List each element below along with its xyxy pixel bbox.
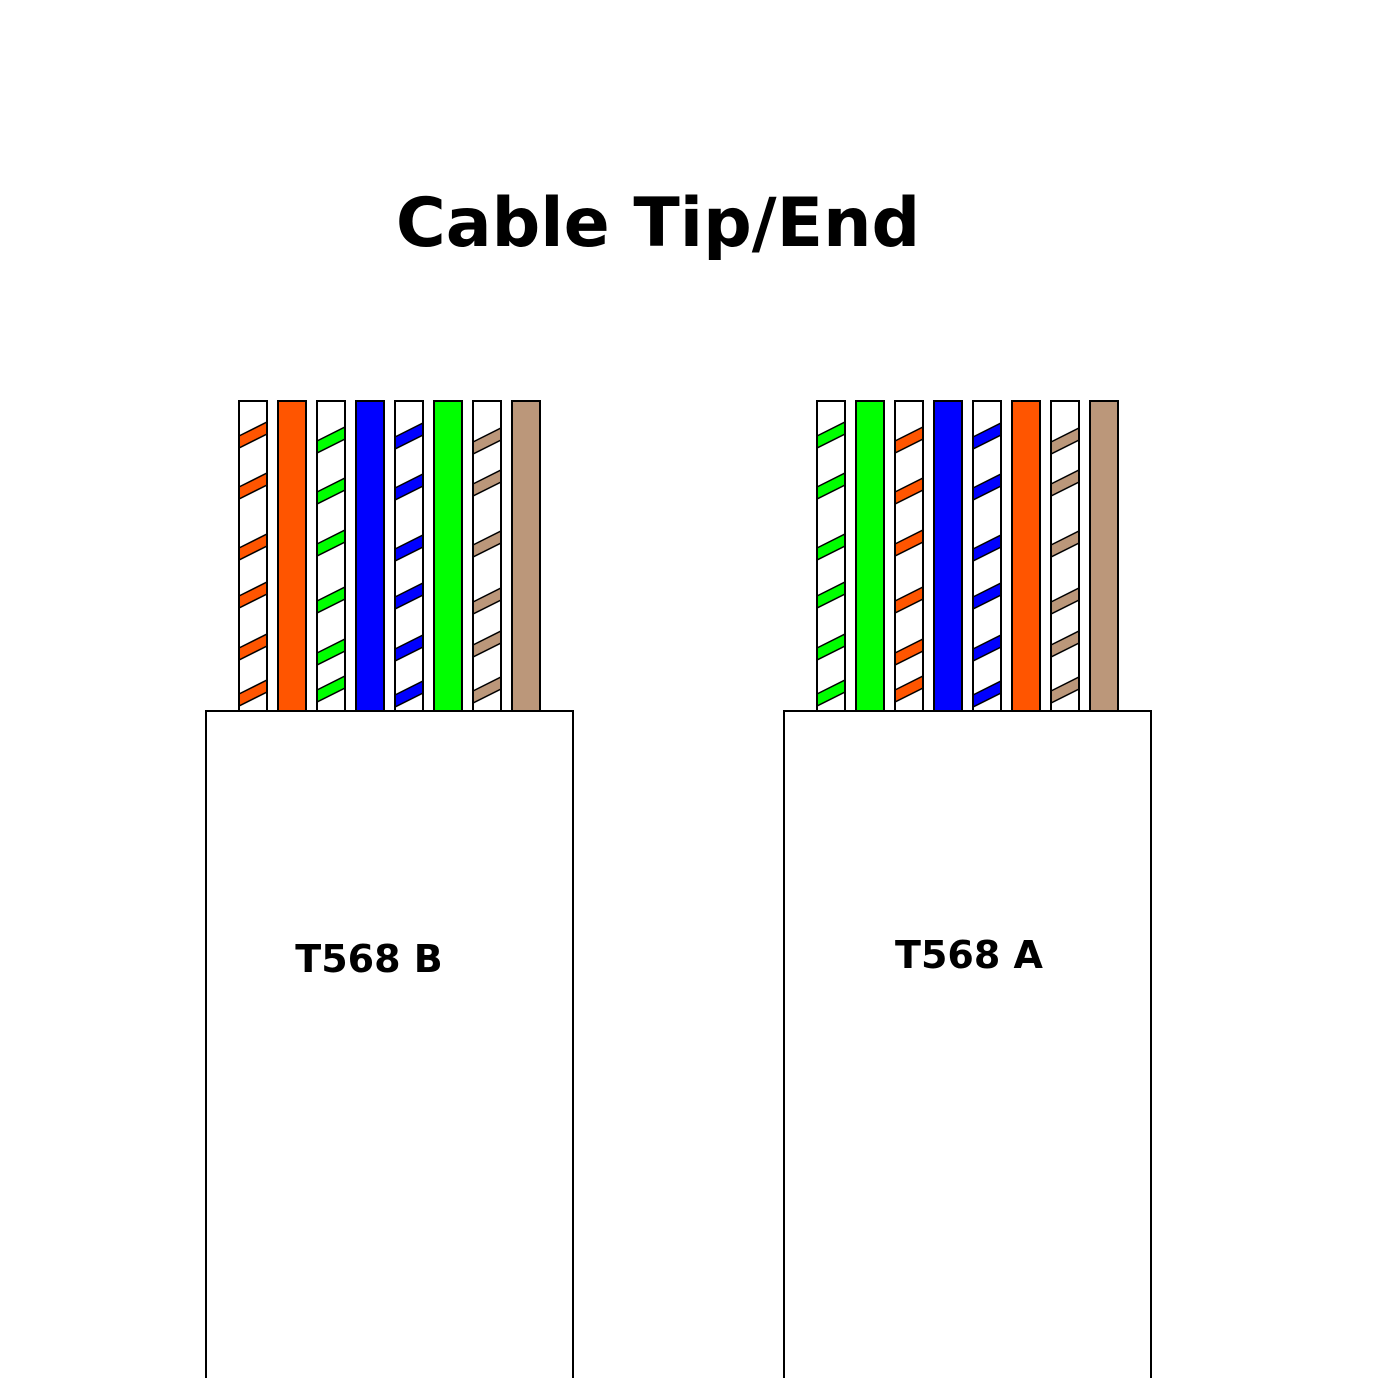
wire-t568b-2-orange [277, 400, 307, 712]
wire-insulation [473, 401, 501, 711]
wire-insulation [1051, 401, 1079, 711]
cable-label-t568b: T568 B [295, 937, 442, 981]
wire-t568a-6-orange [1011, 400, 1041, 712]
wire-t568a-7-white-brown [1050, 400, 1080, 712]
wire-t568b-4-blue [355, 400, 385, 712]
wire-insulation [278, 401, 306, 711]
wire-t568b-3-white-green [316, 400, 346, 712]
diagram-title: Cable Tip/End [396, 184, 920, 263]
wire-insulation [856, 401, 884, 711]
wire-insulation [512, 401, 540, 711]
wire-t568a-2-green [855, 400, 885, 712]
wire-t568b-1-white-orange [238, 400, 268, 712]
wire-group-t568a [816, 400, 1119, 712]
wire-insulation [434, 401, 462, 711]
wire-t568b-8-brown [511, 400, 541, 712]
wire-t568a-4-blue [933, 400, 963, 712]
wire-insulation [934, 401, 962, 711]
cable-t568a: T568 A [783, 400, 1152, 1378]
wire-insulation [1090, 401, 1118, 711]
cable-label-t568a: T568 A [895, 933, 1043, 977]
wire-group-t568b [238, 400, 541, 712]
wire-t568b-6-green [433, 400, 463, 712]
wire-t568a-5-white-blue [972, 400, 1002, 712]
wire-t568b-5-white-blue [394, 400, 424, 712]
wire-t568a-1-white-green [816, 400, 846, 712]
wire-t568b-7-white-brown [472, 400, 502, 712]
cable-jacket-t568b [205, 710, 574, 1378]
cable-jacket-t568a [783, 710, 1152, 1378]
wire-t568a-3-white-orange [894, 400, 924, 712]
wire-insulation [356, 401, 384, 711]
wire-t568a-8-brown [1089, 400, 1119, 712]
wire-insulation [1012, 401, 1040, 711]
cable-t568b: T568 B [205, 400, 574, 1378]
